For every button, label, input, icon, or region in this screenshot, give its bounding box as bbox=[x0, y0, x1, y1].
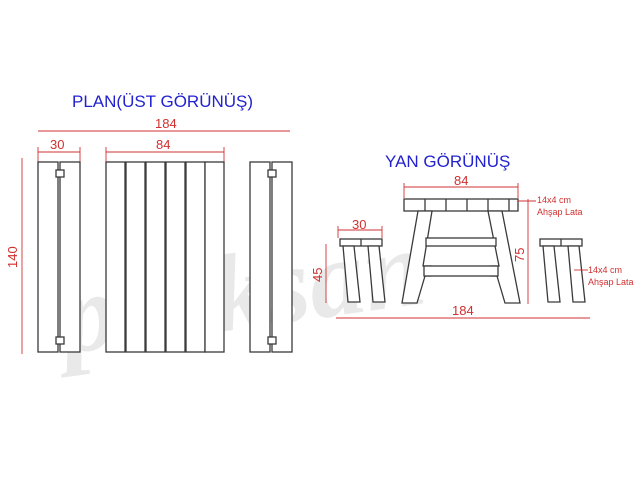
side-left-bench-leg bbox=[367, 245, 386, 303]
plan-left-bench bbox=[37, 161, 81, 353]
plan-dim-table-label: 84 bbox=[156, 137, 170, 152]
plan-left-bench-plank bbox=[37, 161, 59, 353]
side-table-cross-bar bbox=[425, 237, 497, 247]
plan-left-bench-leg bbox=[55, 336, 65, 345]
side-left-bench: 30 45 bbox=[310, 217, 386, 303]
plan-right-bench-plank bbox=[271, 161, 293, 353]
side-dim-table-height-label: 75 bbox=[512, 248, 527, 262]
side-bench-note-size: 14x4 cm bbox=[588, 265, 622, 275]
side-dim-table-height: 75 bbox=[512, 199, 529, 304]
side-dim-table-top-label: 84 bbox=[454, 173, 468, 188]
plan-table-plank bbox=[165, 161, 186, 353]
plan-right-bench-plank bbox=[249, 161, 271, 353]
plan-dim-table: 84 bbox=[105, 137, 225, 162]
side-title: YAN GÖRÜNÜŞ bbox=[385, 152, 510, 171]
plan-left-bench-plank bbox=[59, 161, 81, 353]
side-table-bench-support bbox=[423, 265, 499, 277]
plan-title: PLAN(ÜST GÖRÜNÜŞ) bbox=[72, 92, 253, 111]
side-dim-total-label: 184 bbox=[452, 303, 474, 318]
side-left-bench-leg bbox=[342, 245, 361, 303]
side-right-bench: 14x4 cm Ahşap Lata bbox=[539, 238, 634, 303]
side-table-note: 14x4 cm Ahşap Lata bbox=[518, 195, 583, 217]
plan-table-plank bbox=[204, 161, 225, 353]
side-dim-bench-height-label: 45 bbox=[310, 268, 325, 282]
side-table bbox=[401, 198, 521, 304]
side-table-note-material: Ahşap Lata bbox=[537, 207, 583, 217]
side-right-bench-leg bbox=[542, 245, 561, 303]
plan-dim-bench: 30 bbox=[37, 137, 81, 162]
plan-table-plank bbox=[185, 161, 206, 353]
plan-right-bench-leg bbox=[267, 336, 277, 345]
side-table-note-size: 14x4 cm bbox=[537, 195, 571, 205]
plan-table-plank bbox=[125, 161, 146, 353]
plan-dim-total: 184 bbox=[38, 116, 290, 132]
plan-table-top bbox=[105, 161, 225, 353]
plan-left-bench-leg bbox=[55, 169, 65, 178]
plan-dim-bench-label: 30 bbox=[50, 137, 64, 152]
plan-right-bench-leg bbox=[267, 169, 277, 178]
plan-table-plank bbox=[105, 161, 126, 353]
plan-view: PLAN(ÜST GÖRÜNÜŞ) 184 30 84 140 bbox=[5, 92, 293, 354]
plan-dim-length: 140 bbox=[5, 158, 23, 354]
plan-dim-total-label: 184 bbox=[155, 116, 177, 131]
side-bench-note-material: Ahşap Lata bbox=[588, 277, 634, 287]
side-right-bench-leg bbox=[567, 245, 586, 303]
plan-right-bench bbox=[249, 161, 293, 353]
plan-table-plank bbox=[145, 161, 166, 353]
side-dim-bench-top-label: 30 bbox=[352, 217, 366, 232]
side-view: YAN GÖRÜNÜŞ 84 14x4 cm Ahşap Lata bbox=[310, 152, 634, 319]
side-table-top bbox=[403, 198, 519, 212]
side-dim-table-top: 84 bbox=[403, 173, 519, 198]
plan-dim-length-label: 140 bbox=[5, 246, 20, 268]
side-dim-total: 184 bbox=[336, 303, 590, 319]
